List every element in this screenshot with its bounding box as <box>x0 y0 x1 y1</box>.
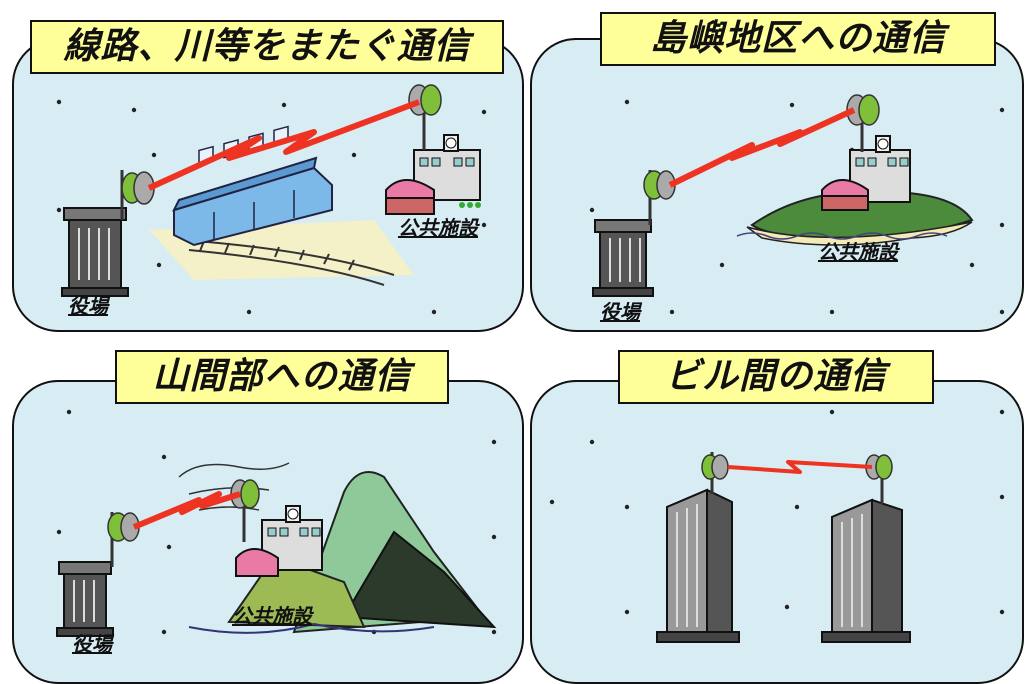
radio-link <box>132 491 241 530</box>
town-office-building <box>61 207 129 297</box>
background-dots <box>549 409 1005 615</box>
town-office-building <box>56 561 114 637</box>
antenna-right <box>865 454 893 504</box>
right-tall-building <box>821 498 911 643</box>
public-facility-building <box>385 134 481 215</box>
antenna-left <box>643 170 676 225</box>
buildings-scene <box>549 409 1005 643</box>
mountain-scene <box>56 409 497 637</box>
public-facility-building <box>821 135 911 211</box>
cloud-lines <box>178 462 290 511</box>
rail-track <box>183 239 395 286</box>
title-mountain: 山間部への通信 <box>115 350 449 404</box>
public-facility-building <box>235 505 323 577</box>
label-town-office-p1: 役場 <box>68 294 108 318</box>
label-public-facility-p2: 公共施設 <box>818 240 898 264</box>
antenna-right <box>230 479 260 542</box>
panel-rail-river <box>12 38 524 332</box>
rail-river-scene <box>56 84 487 315</box>
label-town-office-p3: 役場 <box>72 632 112 656</box>
title-buildings: ビル間の通信 <box>618 350 934 404</box>
left-tall-building <box>656 488 740 643</box>
background-dots <box>589 99 1005 315</box>
panel-buildings <box>530 380 1024 684</box>
panel-island <box>530 38 1024 332</box>
title-island: 島嶼地区への通信 <box>600 12 996 66</box>
title-rail-river: 線路、川等をまたぐ通信 <box>30 20 504 74</box>
label-town-office-p2: 役場 <box>600 300 640 324</box>
antenna-left <box>701 452 729 494</box>
radio-link <box>147 99 421 191</box>
radio-link <box>668 107 856 188</box>
label-public-facility-p3: 公共施設 <box>232 604 312 628</box>
antenna-right <box>846 94 880 152</box>
island-scene <box>589 94 1005 315</box>
panel-mountain <box>12 380 524 684</box>
antenna-right <box>408 84 442 150</box>
radio-link <box>727 460 873 474</box>
town-office-building <box>592 219 654 297</box>
label-public-facility-p1: 公共施設 <box>398 216 478 240</box>
antenna-left <box>107 512 140 567</box>
antenna-left <box>120 170 155 220</box>
